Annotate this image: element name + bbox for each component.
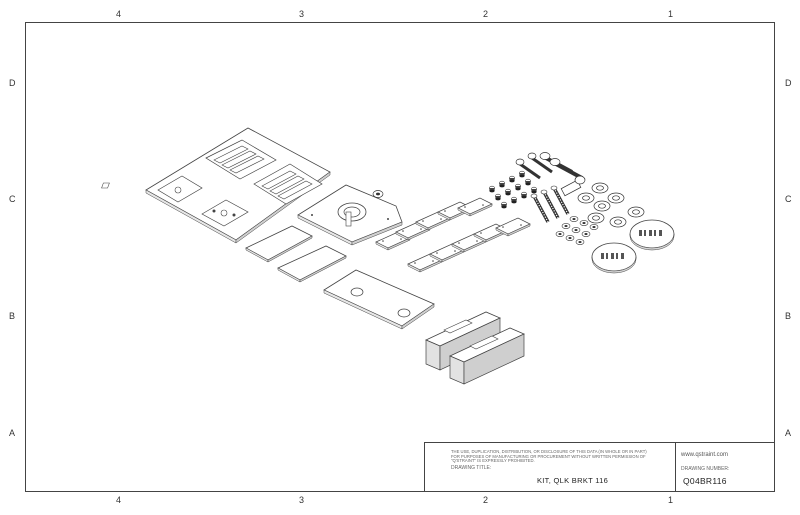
spacer-pads — [375, 197, 531, 273]
zone-label-bottom-3: 3 — [299, 495, 305, 505]
channel-brackets — [425, 311, 525, 385]
website-text: www.qstraint.com — [681, 452, 729, 458]
zone-label-top-2: 2 — [483, 9, 489, 19]
base-plate — [101, 127, 331, 244]
drawing-number: Q04BR116 — [683, 476, 727, 486]
hex-bolts — [515, 152, 586, 197]
zone-label-right-a: A — [785, 428, 792, 438]
drawing-title-label: DRAWING TITLE: — [451, 465, 492, 471]
title-block: THE USE, DUPLICATION, DISTRIBUTION, OR D… — [424, 442, 775, 492]
zone-label-top-1: 1 — [668, 9, 674, 19]
drawing-number-label: DRAWING NUMBER: — [681, 466, 730, 472]
round-discs — [591, 219, 675, 274]
zone-label-top-3: 3 — [299, 9, 305, 19]
zone-label-right-c: C — [785, 194, 792, 204]
zone-label-right-d: D — [785, 78, 792, 88]
disclaimer-text: THE USE, DUPLICATION, DISTRIBUTION, OR D… — [451, 449, 647, 464]
zone-label-bottom-2: 2 — [483, 495, 489, 505]
zone-label-top-4: 4 — [116, 9, 122, 19]
zone-label-left-c: C — [9, 194, 16, 204]
cover-plate-upper — [245, 225, 313, 263]
zone-label-left-d: D — [9, 78, 16, 88]
small-screws — [488, 170, 538, 209]
zone-label-left-a: A — [9, 428, 16, 438]
mounting-plate — [323, 269, 435, 330]
collar-bracket — [297, 184, 403, 246]
drawing-title: KIT, QLK BRKT 116 — [537, 476, 609, 485]
drawing-border — [25, 22, 775, 492]
cover-plate-lower — [277, 245, 347, 283]
zone-label-left-b: B — [9, 311, 16, 321]
zone-label-bottom-4: 4 — [116, 495, 122, 505]
washers — [577, 182, 645, 228]
zone-label-bottom-1: 1 — [668, 495, 674, 505]
zone-label-right-b: B — [785, 311, 792, 321]
title-block-divider — [675, 443, 676, 492]
